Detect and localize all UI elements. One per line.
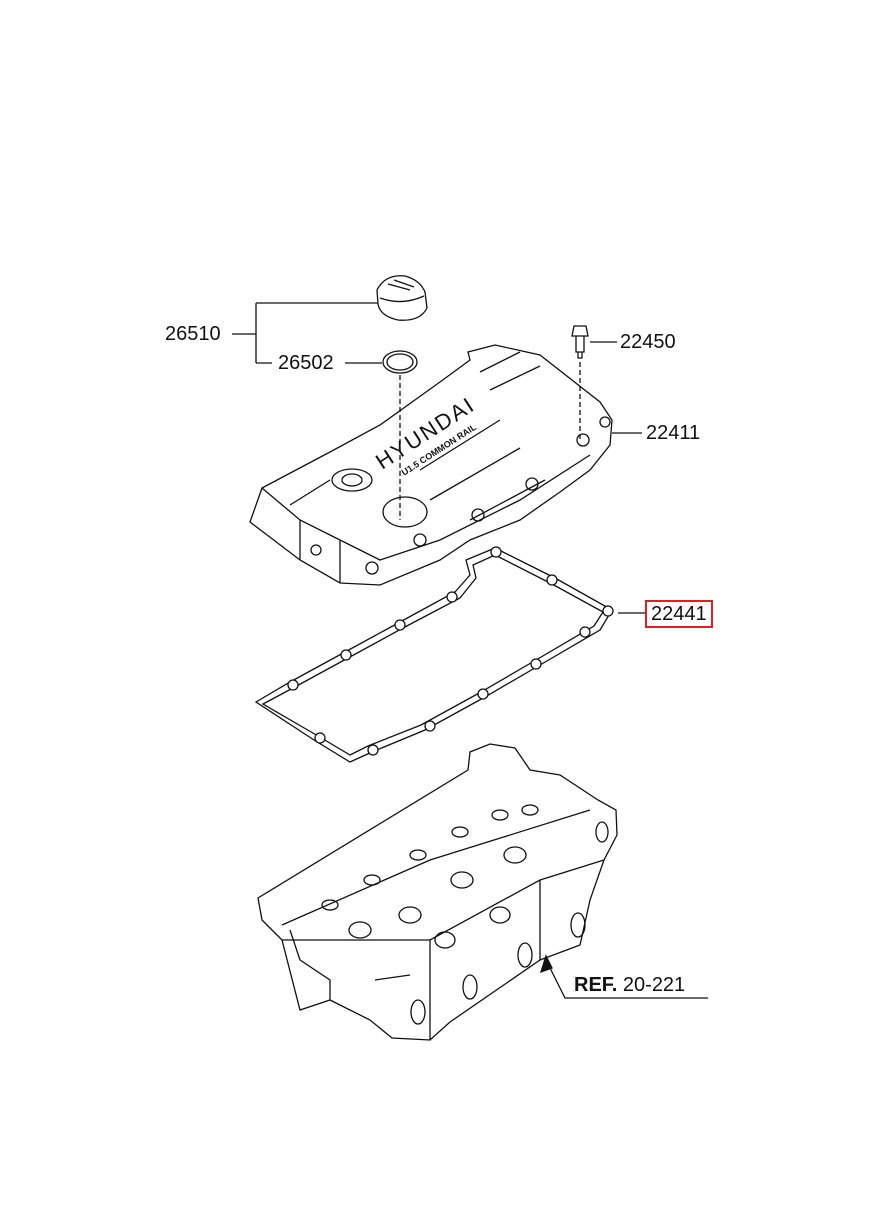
part-label-22441-highlighted[interactable]: 22441 — [645, 600, 713, 628]
reference-number: 20-221 — [622, 974, 686, 996]
leader-lines — [232, 302, 708, 999]
part-label-26510[interactable]: 26510 — [165, 323, 221, 345]
part-label-22450[interactable]: 22450 — [620, 331, 676, 353]
cover-bolt — [571, 325, 589, 359]
part-label-22411[interactable]: 22411 — [646, 422, 701, 444]
rocker-cover-gasket — [254, 546, 614, 763]
rocker-cover: HYUNDAI U1.5 COMMON RAIL — [249, 344, 613, 586]
reference-label[interactable]: REF. 20-221 — [574, 974, 685, 996]
part-label-26502[interactable]: 26502 — [278, 352, 334, 374]
oil-filler-cap — [376, 275, 428, 321]
reference-prefix: REF. — [574, 974, 618, 996]
cylinder-head — [257, 743, 618, 1041]
cap-gasket-ring — [382, 350, 418, 374]
